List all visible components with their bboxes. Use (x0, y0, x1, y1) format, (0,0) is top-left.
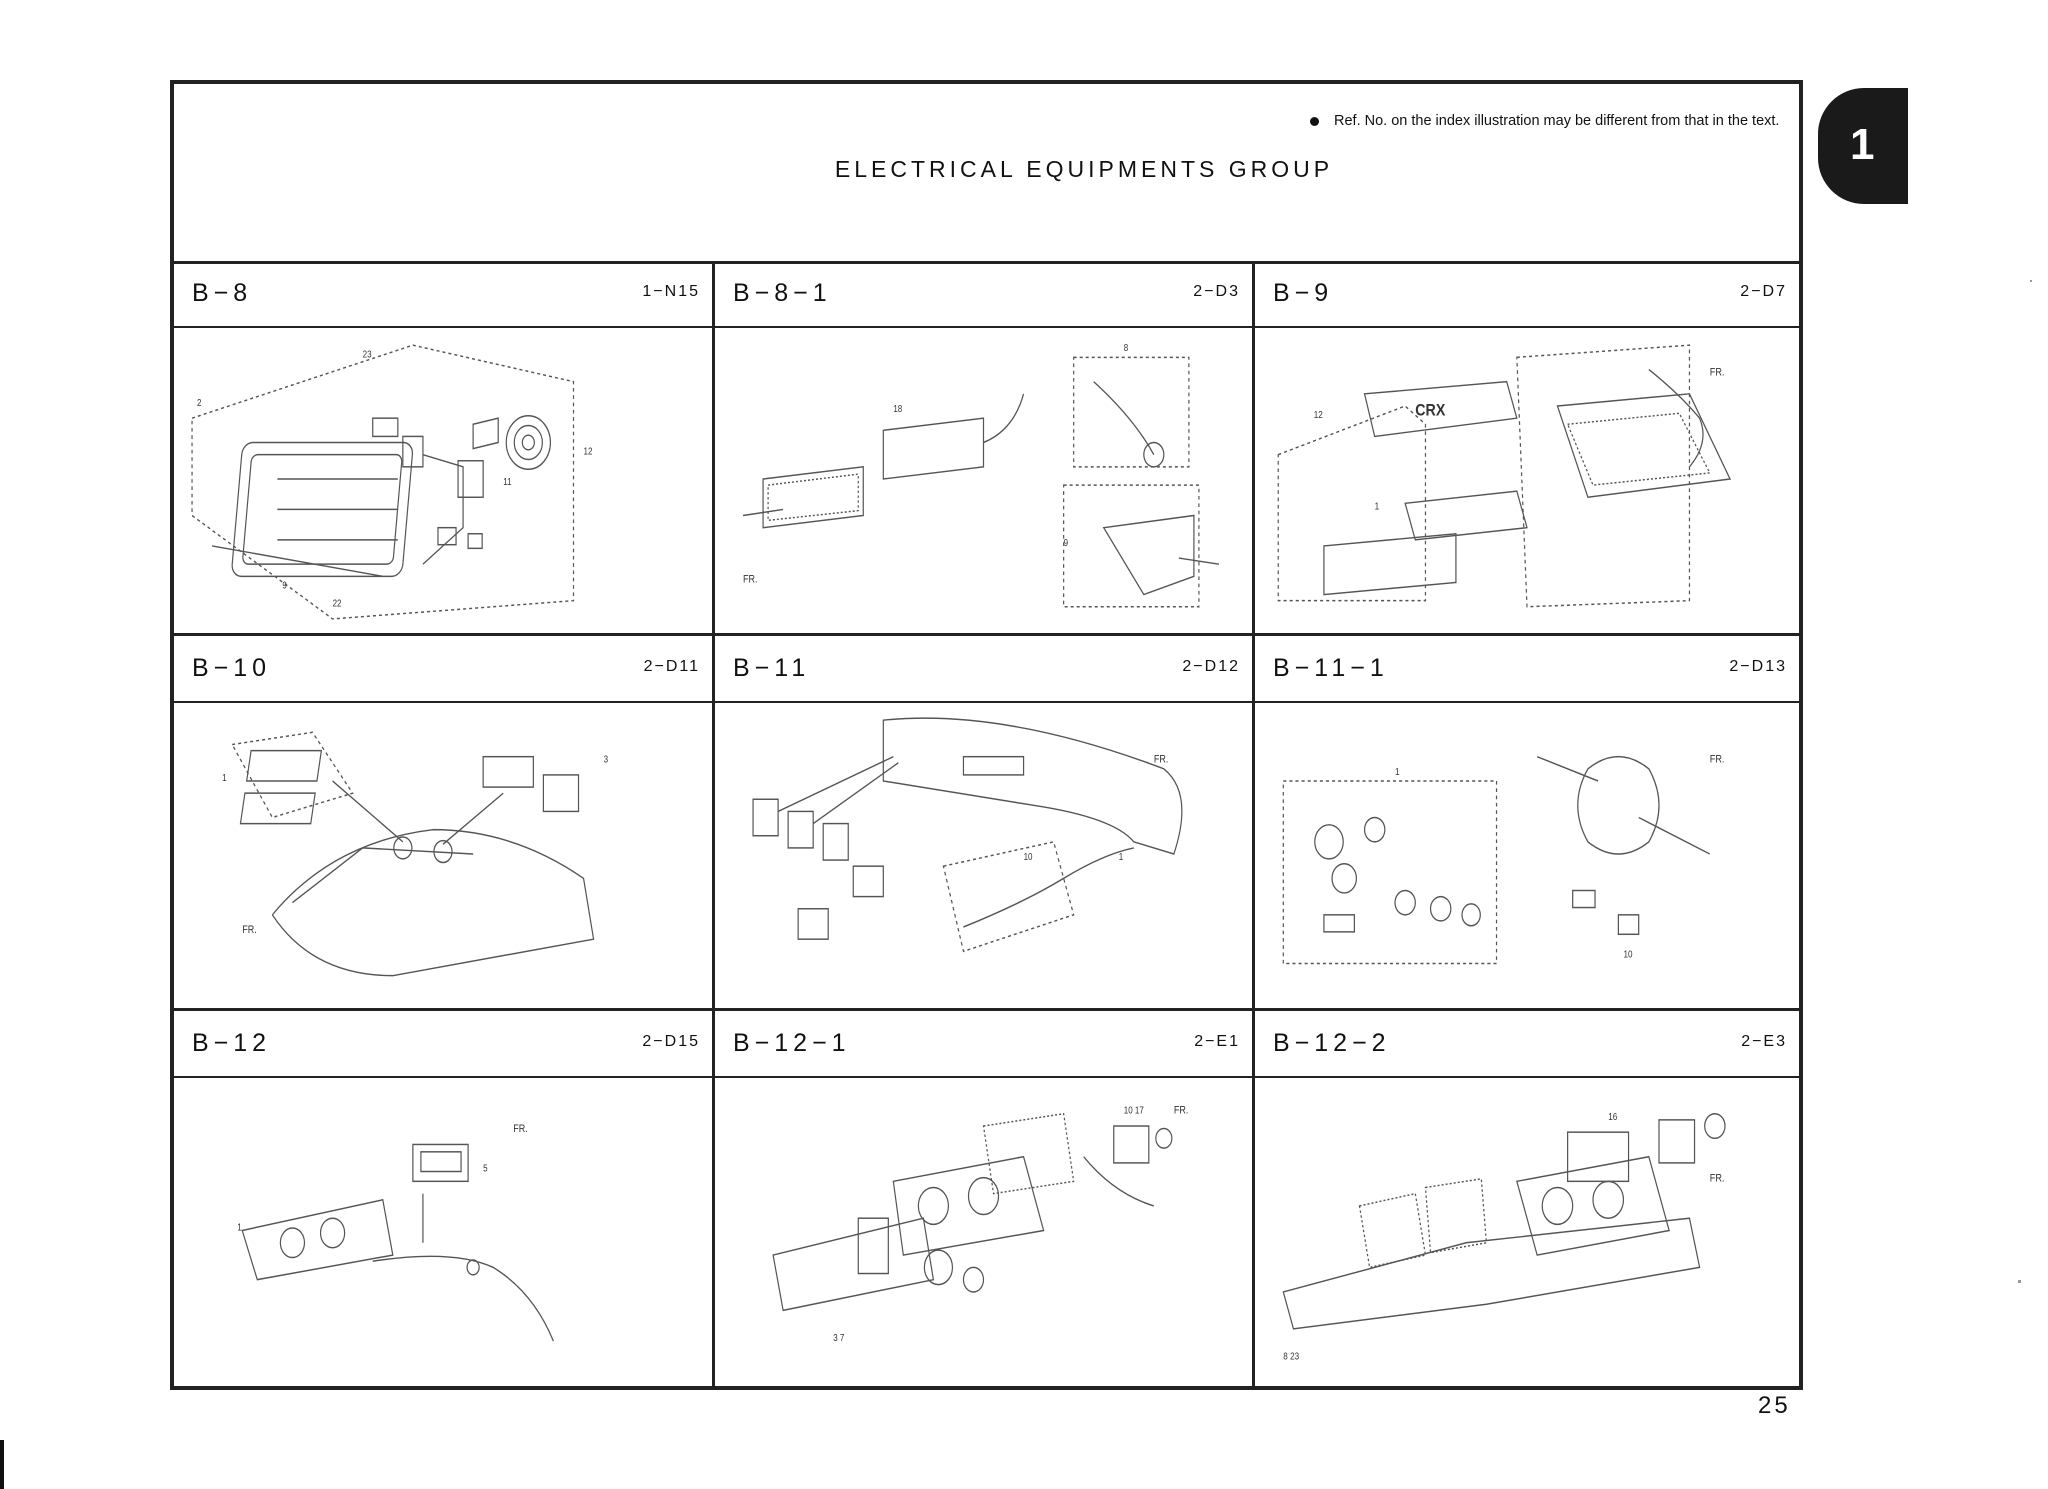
index-cell[interactable]: B−12−2 2−E3 FR. 16 8 23 (1255, 1011, 1799, 1386)
fr-label: FR. (1710, 754, 1725, 766)
turn-signal-illustration: FR. 18 8 9 (723, 333, 1244, 625)
combination-meter-alt-illustration: FR. 16 8 23 (1263, 1083, 1791, 1378)
reference-note: Ref. No. on the index illustration may b… (1310, 112, 1794, 131)
combination-meter-illustration: FR. 10 17 3 7 (723, 1083, 1244, 1378)
svg-text:23: 23 (363, 349, 372, 360)
page-title: ELECTRICAL EQUIPMENTS GROUP (834, 156, 1334, 182)
svg-text:9: 9 (282, 580, 287, 591)
cell-header: B−12−1 2−E1 (715, 1011, 1252, 1078)
svg-text:3 7: 3 7 (833, 1332, 844, 1343)
svg-text:1: 1 (1375, 501, 1380, 512)
headlight-illustration: 2 23 12 11 9 22 (182, 333, 704, 625)
cell-code: B−9 (1273, 279, 1334, 307)
svg-text:1: 1 (1119, 851, 1123, 862)
page-number: 25 (1758, 1392, 1791, 1419)
svg-text:8 23: 8 23 (1283, 1351, 1299, 1362)
fr-label: FR. (1710, 1173, 1725, 1185)
cell-page-ref: 2−D15 (642, 1033, 700, 1050)
fr-label: FR. (1174, 1105, 1189, 1117)
index-cell[interactable]: B−12−1 2−E1 FR. 10 17 3 7 (715, 1011, 1255, 1386)
bullet-icon (1310, 117, 1319, 126)
cell-page-ref: 2−D7 (1740, 283, 1787, 300)
svg-text:11: 11 (503, 476, 511, 487)
svg-text:CRX: CRX (1415, 402, 1445, 420)
index-cell[interactable]: B−9 2−D7 CRX FR. 12 1 (1255, 261, 1799, 636)
svg-text:12: 12 (584, 446, 593, 457)
cell-page-ref: 2−D3 (1193, 283, 1240, 300)
cell-code: B−8 (192, 279, 253, 307)
cell-header: B−8−1 2−D3 (715, 261, 1252, 328)
svg-text:9: 9 (1064, 537, 1068, 548)
scan-speck (2018, 1280, 2021, 1283)
cell-page-ref: 2−E1 (1194, 1033, 1240, 1050)
svg-text:10: 10 (1024, 851, 1033, 862)
svg-text:1: 1 (222, 772, 227, 783)
cell-header: B−11 2−D12 (715, 636, 1252, 703)
section-tab: 1 (1818, 88, 1908, 204)
speedometer-cable-illustration: FR. 1 5 (182, 1083, 704, 1378)
cell-page-ref: 2−D11 (643, 658, 700, 675)
cell-header: B−10 2−D11 (174, 636, 712, 703)
svg-text:8: 8 (1124, 343, 1128, 354)
fr-label: FR. (513, 1123, 528, 1135)
index-frame: ELECTRICAL EQUIPMENTS GROUP Ref. No. on … (170, 80, 1803, 1390)
svg-text:22: 22 (333, 598, 342, 609)
fr-label: FR. (242, 924, 257, 936)
index-cell[interactable]: B−12 2−D15 FR. 1 5 (174, 1011, 715, 1386)
cell-code: B−10 (192, 654, 272, 682)
cell-code: B−11−1 (1273, 654, 1389, 682)
cell-code: B−12 (192, 1029, 272, 1057)
index-cell[interactable]: B−8−1 2−D3 FR. 18 8 (715, 261, 1255, 636)
cell-page-ref: 2−D13 (1729, 658, 1787, 675)
cell-header: B−11−1 2−D13 (1255, 636, 1799, 703)
index-cell[interactable]: B−10 2−D11 FR. 1 3 (174, 636, 715, 1011)
index-cell[interactable]: B−11 2−D12 FR. 10 1 (715, 636, 1255, 1011)
svg-text:5: 5 (483, 1163, 487, 1174)
svg-text:16: 16 (1608, 1111, 1617, 1122)
combination-switch-illustration: FR. 1 10 (1263, 708, 1791, 1000)
svg-text:10: 10 (1623, 949, 1632, 960)
fr-label: FR. (743, 574, 758, 586)
cell-header: B−8 1−N15 (174, 261, 712, 328)
switches-illustration: FR. 10 1 (723, 708, 1244, 1000)
header: ELECTRICAL EQUIPMENTS GROUP Ref. No. on … (174, 84, 1799, 264)
scan-speck (2030, 280, 2032, 282)
cell-code: B−8−1 (733, 279, 832, 307)
cell-page-ref: 2−D12 (1182, 658, 1240, 675)
cell-page-ref: 1−N15 (642, 283, 700, 300)
cell-header: B−9 2−D7 (1255, 261, 1799, 328)
fr-label: FR. (1710, 367, 1725, 379)
cell-page-ref: 2−E3 (1741, 1033, 1787, 1050)
svg-text:12: 12 (1314, 409, 1323, 420)
reference-note-text: Ref. No. on the index illustration may b… (1334, 113, 1780, 129)
index-cell[interactable]: B−8 1−N15 2 23 12 (174, 261, 715, 636)
cell-code: B−12−1 (733, 1029, 851, 1057)
cell-code: B−12−2 (1273, 1029, 1391, 1057)
svg-text:10 17: 10 17 (1124, 1105, 1144, 1116)
svg-text:1: 1 (237, 1222, 241, 1233)
index-grid: B−8 1−N15 2 23 12 (174, 261, 1799, 1386)
svg-text:2: 2 (197, 397, 202, 408)
svg-text:3: 3 (604, 754, 609, 765)
scan-edge (0, 1440, 4, 1489)
svg-text:18: 18 (893, 403, 902, 414)
tail-light-illustration: CRX FR. 12 1 (1263, 333, 1791, 625)
fr-label: FR. (1154, 754, 1169, 766)
index-cell[interactable]: B−11−1 2−D13 FR. 1 10 (1255, 636, 1799, 1011)
cell-header: B−12 2−D15 (174, 1011, 712, 1078)
svg-text:1: 1 (1395, 766, 1400, 777)
cell-header: B−12−2 2−E3 (1255, 1011, 1799, 1078)
cell-code: B−11 (733, 654, 811, 682)
section-tab-number: 1 (1850, 120, 1875, 169)
interior-light-illustration: FR. 1 3 (182, 708, 704, 1000)
